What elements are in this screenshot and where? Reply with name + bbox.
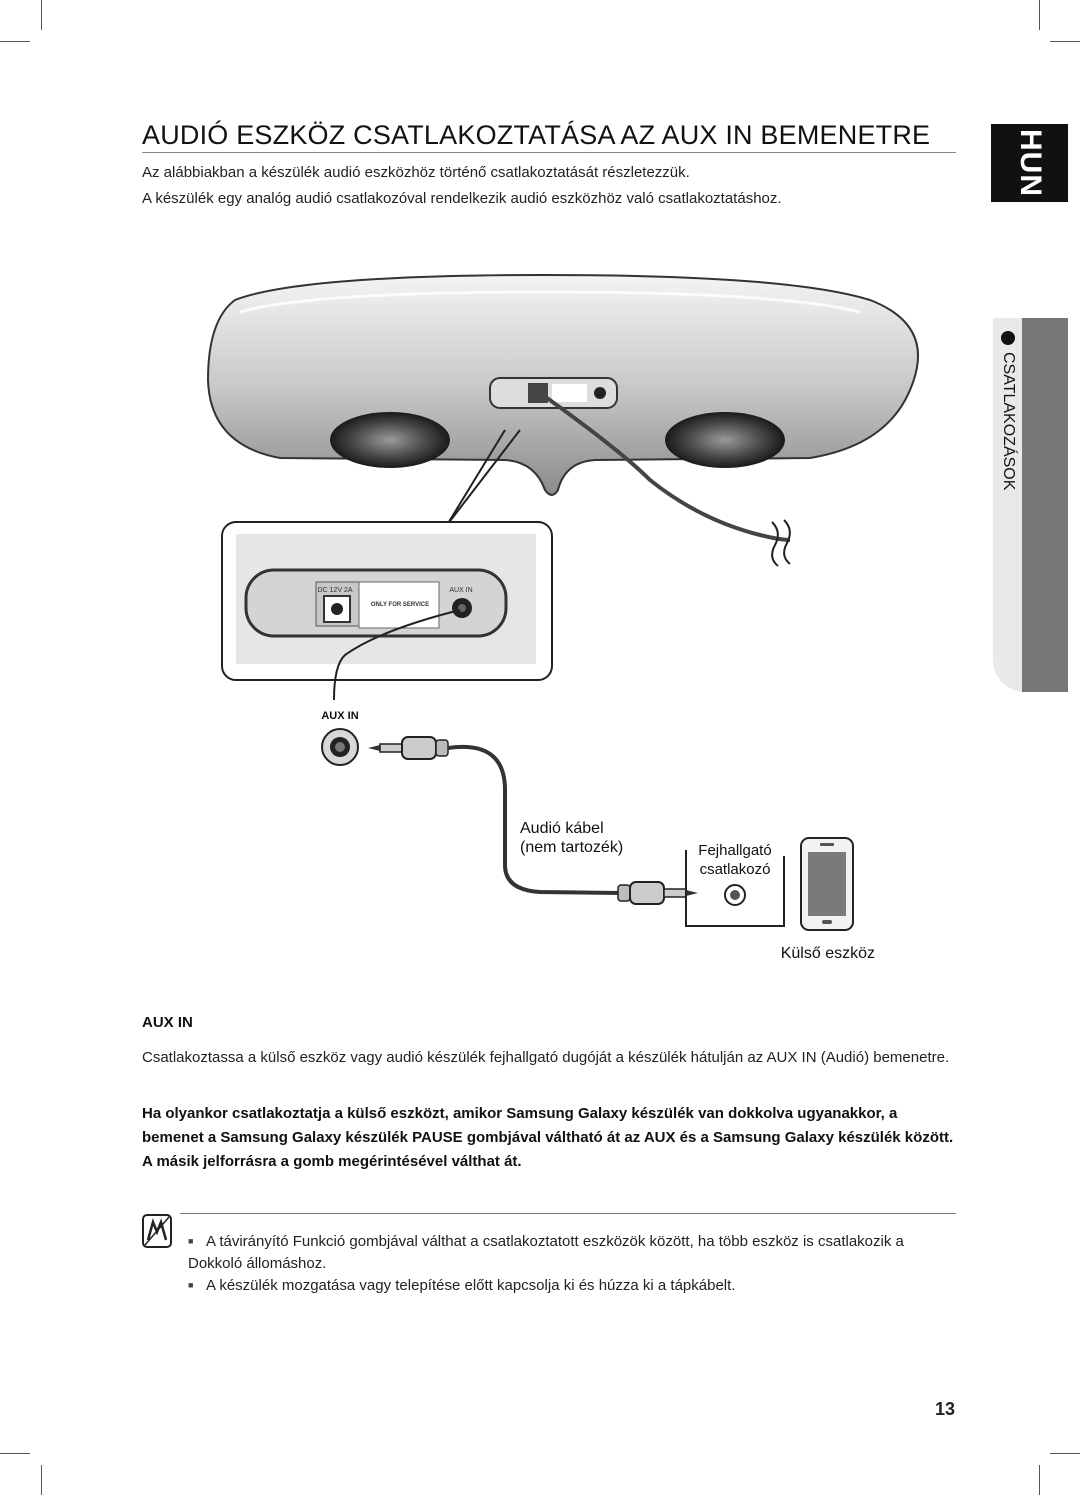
aux-bold-paragraph: Ha olyankor csatlakoztatja a külső eszkö… bbox=[142, 1105, 954, 1170]
audio-plug-top bbox=[368, 736, 449, 760]
crop-mark bbox=[1050, 41, 1080, 42]
aux-jack-label: AUX IN bbox=[321, 710, 358, 722]
intro-line: A készülék egy analóg audió csatlakozóva… bbox=[142, 190, 782, 207]
aux-paragraph: Csatlakoztassa a külső eszköz vagy audió… bbox=[142, 1049, 950, 1066]
speaker-dock-illustration bbox=[206, 273, 919, 496]
callout-line bbox=[446, 429, 506, 526]
section-bullet-icon bbox=[1001, 331, 1015, 345]
section-tab-bar bbox=[1022, 318, 1068, 692]
cable-break-icon bbox=[771, 519, 791, 567]
headphone-jack-icon bbox=[724, 884, 746, 906]
page-title: AUDIÓ ESZKÖZ CSATLAKOZTATÁSA AZ AUX IN B… bbox=[142, 120, 931, 150]
intro-line: Az alábbiakban a készülék audió eszközhö… bbox=[142, 164, 690, 181]
panel-dc-label: DC 12V 2A bbox=[317, 587, 352, 594]
cable-label-line2: (nem tartozék) bbox=[520, 839, 623, 856]
cable-label-line1: Audió kábel bbox=[520, 820, 604, 837]
audio-plug-bottom bbox=[617, 881, 698, 905]
connection-diagram: DC 12V 2A ONLY FOR SERVICE AUX IN AUX IN… bbox=[206, 273, 919, 962]
headphone-label-line1: Fejhallgató bbox=[698, 842, 771, 859]
audio-cable bbox=[447, 744, 621, 895]
jack-callout-line bbox=[333, 609, 461, 701]
long-cable bbox=[538, 391, 791, 542]
external-device-icon bbox=[800, 837, 854, 931]
note-item: ■ A készülék mozgatása vagy telepítése el… bbox=[188, 1274, 958, 1297]
crop-mark bbox=[41, 1465, 42, 1495]
bullet-icon: ■ bbox=[188, 1236, 194, 1246]
crop-mark bbox=[1039, 1465, 1040, 1495]
crop-mark bbox=[0, 1453, 30, 1454]
note-item: ■A távirányító Funkció gombjával válthat… bbox=[188, 1230, 958, 1275]
crop-mark bbox=[1050, 1453, 1080, 1454]
title-divider bbox=[142, 152, 956, 153]
page-number: 13 bbox=[935, 1399, 956, 1419]
note-icon bbox=[142, 1214, 172, 1248]
crop-mark bbox=[41, 0, 42, 30]
crop-mark bbox=[1039, 0, 1040, 30]
note-text: A készülék mozgatása vagy telepítése elő… bbox=[206, 1277, 736, 1294]
aux-jack-icon bbox=[321, 728, 359, 766]
crop-mark bbox=[0, 41, 30, 42]
rear-panel-callout bbox=[221, 521, 553, 681]
note-text: A távirányító Funkció gombjával válthat … bbox=[188, 1233, 904, 1272]
language-tab: HUN bbox=[991, 124, 1068, 202]
headphone-callout-box bbox=[685, 850, 785, 927]
panel-service-label: ONLY FOR SERVICE bbox=[371, 602, 429, 608]
headphone-label-line2: csatlakozó bbox=[700, 861, 771, 878]
section-heading: AUX IN bbox=[142, 1014, 193, 1031]
device-label: Külső eszköz bbox=[781, 945, 875, 962]
bullet-icon: ■ bbox=[188, 1280, 194, 1290]
callout-line bbox=[446, 429, 521, 526]
note-divider bbox=[180, 1213, 956, 1214]
panel-aux-label: AUX IN bbox=[449, 587, 472, 594]
